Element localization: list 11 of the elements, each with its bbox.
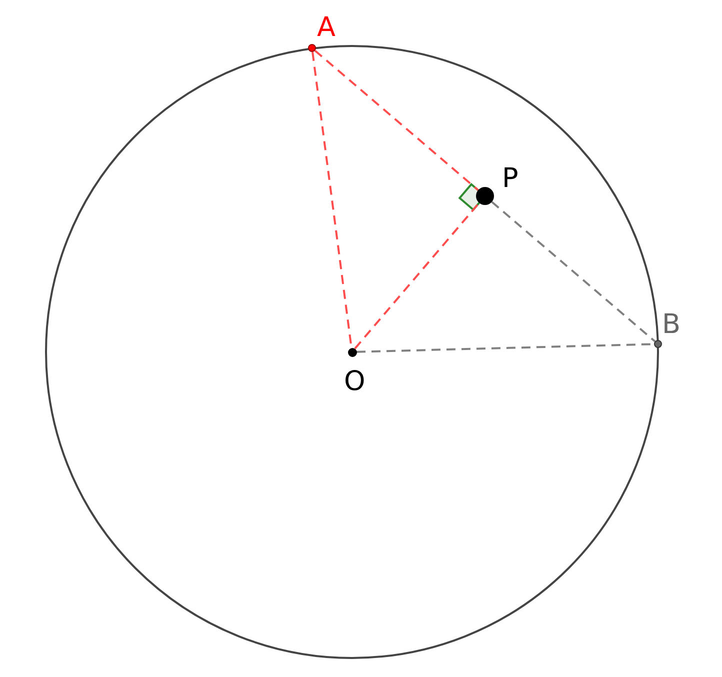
point-label: O: [344, 368, 366, 395]
segment-line: [491, 201, 656, 342]
segment-line: [314, 50, 479, 191]
point-dot: [308, 44, 316, 52]
point-label: B: [662, 311, 681, 338]
point-label: P: [502, 165, 518, 192]
segment-line: [354, 202, 480, 350]
point-dot: [348, 348, 356, 356]
point-dot: [654, 340, 662, 348]
point-dot: [476, 187, 494, 205]
point-label: A: [317, 14, 336, 41]
